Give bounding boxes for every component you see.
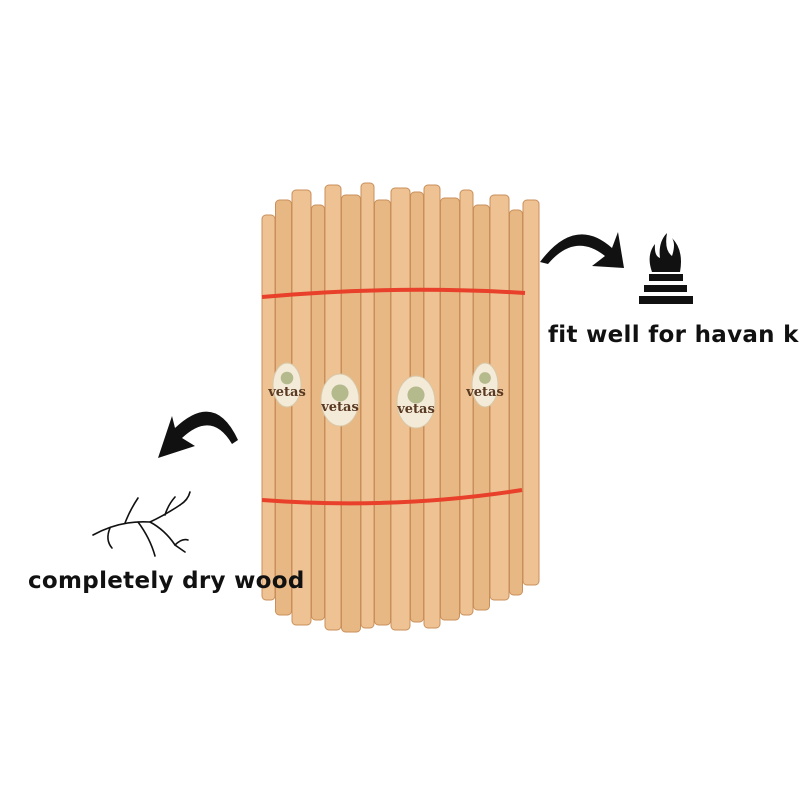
feature-caption-dry-wood: completely dry wood — [28, 568, 305, 594]
wood-stick — [440, 197, 460, 621]
brand-logo-text: vetas — [465, 385, 504, 400]
havan-kund-fire-icon — [639, 233, 693, 304]
curved-arrow-right-icon — [540, 232, 624, 268]
brand-logo-text: vetas — [396, 402, 435, 417]
wood-stick — [459, 189, 474, 616]
brand-tag: vetas — [465, 362, 504, 408]
wood-stick — [374, 199, 391, 626]
wood-stick — [360, 182, 375, 629]
wood-stick — [261, 214, 276, 601]
wood-stick — [509, 209, 523, 596]
wood-stick — [473, 204, 490, 611]
brand-tag: vetas — [267, 362, 306, 408]
wood-stick — [522, 199, 540, 586]
brand-tag: vetas — [320, 373, 360, 427]
feature-caption-havan: fit well for havan kund — [548, 322, 800, 348]
red-string-bottom — [261, 488, 523, 506]
brand-logo-text: vetas — [267, 385, 306, 400]
dry-branch-icon — [92, 491, 191, 557]
wood-stick — [291, 189, 312, 626]
wood-stick — [275, 199, 292, 616]
red-string-top — [261, 287, 526, 299]
brand-tag: vetas — [396, 375, 436, 429]
curved-arrow-left-icon — [158, 411, 238, 458]
brand-logo-text: vetas — [320, 400, 359, 415]
